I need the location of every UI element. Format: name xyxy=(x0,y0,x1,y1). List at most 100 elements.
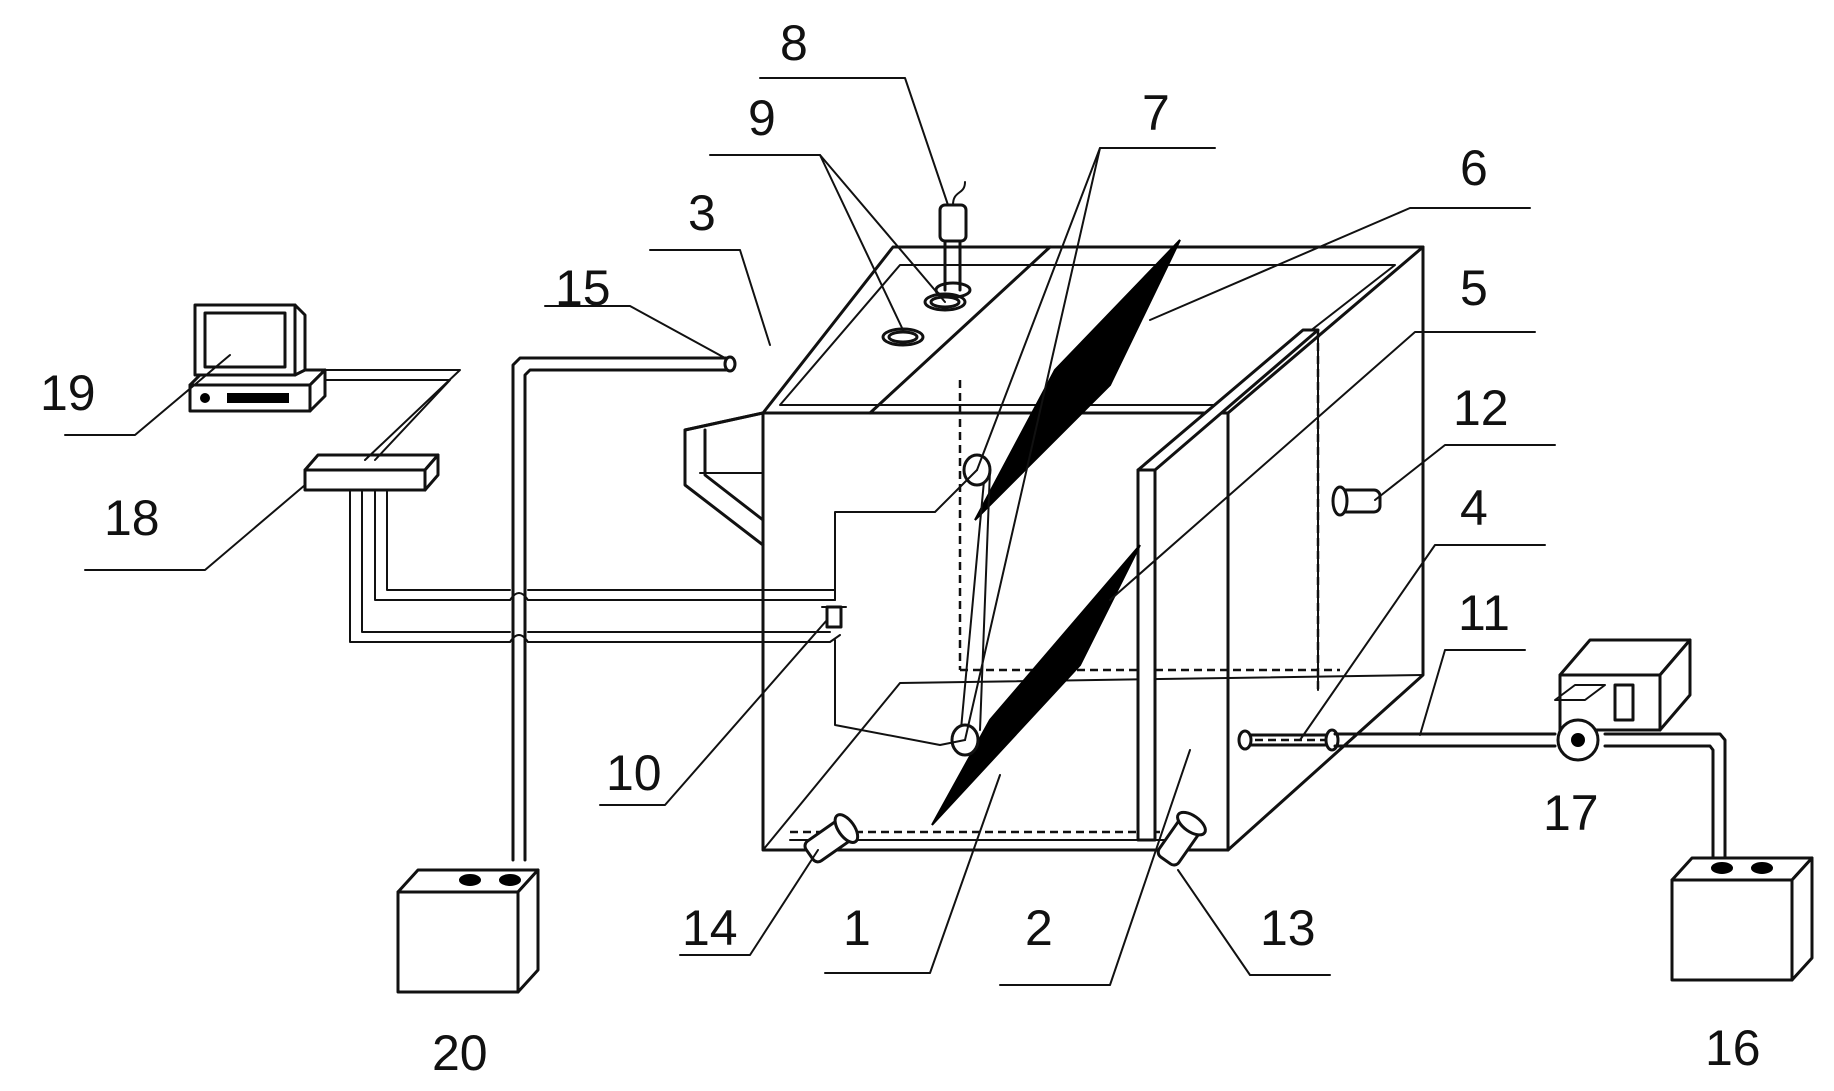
tank-16-side xyxy=(1790,856,1814,982)
leader-12 xyxy=(1374,444,1556,501)
tank-bottom-back xyxy=(762,674,1424,851)
leader-5 xyxy=(1109,331,1536,601)
computer-cable-b xyxy=(324,379,451,461)
tank-16-front xyxy=(1670,878,1794,982)
inlet-pipe xyxy=(1237,728,1340,752)
gas-pipe-inner xyxy=(523,368,732,862)
switch-10 xyxy=(825,605,843,629)
electrode-rod-2 xyxy=(979,469,991,731)
feed-pipe-out-inner xyxy=(1603,744,1715,872)
label-5: 5 xyxy=(1460,260,1488,316)
sensor-wire xyxy=(952,181,966,206)
tank-16-port-2 xyxy=(1751,862,1773,874)
pump-cover xyxy=(1554,684,1606,701)
label-9: 9 xyxy=(748,90,776,146)
label-17: 17 xyxy=(1543,785,1599,841)
electrode-lead-upper xyxy=(834,469,978,601)
power-supply-front xyxy=(303,468,427,492)
port-14 xyxy=(803,813,860,864)
computer-drive xyxy=(227,393,289,403)
port-12-flange xyxy=(1331,485,1349,517)
computer-power-led xyxy=(200,393,210,403)
computer-monitor-side xyxy=(293,303,307,377)
tank-20-side xyxy=(516,868,540,994)
side-ports xyxy=(803,485,1382,867)
diffuser-end xyxy=(1237,729,1253,751)
lid-split-line xyxy=(868,245,1052,415)
sample-port-1-inner xyxy=(887,330,919,344)
leader-6 xyxy=(1149,207,1531,321)
leader-9-b xyxy=(819,154,904,331)
leader-10 xyxy=(599,619,828,806)
labels: 19 18 15 3 9 8 7 6 5 12 4 11 10 14 1 2 1… xyxy=(40,15,1761,1081)
pump-rotor xyxy=(1571,733,1585,747)
feed-line xyxy=(1333,732,1727,872)
leader-3 xyxy=(649,249,771,346)
label-20: 20 xyxy=(432,1025,488,1081)
label-1: 1 xyxy=(843,900,871,956)
gas-pipe-outer xyxy=(511,356,732,862)
power-cable-upper-a xyxy=(374,489,511,601)
pump-side xyxy=(1658,638,1692,732)
label-10: 10 xyxy=(606,745,662,801)
label-4: 4 xyxy=(1460,480,1488,536)
overflow-channel xyxy=(683,411,765,547)
computer-base-side xyxy=(308,368,327,413)
leader-14 xyxy=(679,849,819,956)
leader-2 xyxy=(999,749,1191,986)
pump-display xyxy=(1613,683,1635,722)
overflow-top xyxy=(683,411,765,432)
label-19: 19 xyxy=(40,365,96,421)
label-11: 11 xyxy=(1458,585,1510,641)
label-15: 15 xyxy=(555,260,611,316)
tank-20-port-1 xyxy=(459,874,481,886)
label-14: 14 xyxy=(682,900,738,956)
partition-plate xyxy=(1136,328,1320,842)
computer-screen xyxy=(203,311,287,369)
leader-4 xyxy=(1299,544,1546,741)
power-cable-upper-b xyxy=(386,489,511,591)
tank-20 xyxy=(396,868,540,994)
sensor-head xyxy=(938,203,968,243)
overflow-outer xyxy=(683,411,765,547)
sample-port-2 xyxy=(923,292,967,312)
tank-16-port-1 xyxy=(1711,862,1733,874)
computer xyxy=(188,303,327,413)
leader-18 xyxy=(84,484,306,571)
lower-electrode xyxy=(931,544,1141,826)
leader-15 xyxy=(544,305,726,359)
tank-front-face xyxy=(761,411,1230,852)
label-12: 12 xyxy=(1453,380,1509,436)
label-18: 18 xyxy=(104,490,160,546)
electrodes xyxy=(931,239,1181,826)
leader-7-b xyxy=(964,147,1101,741)
cable-crossover-lower xyxy=(509,634,529,643)
label-7: 7 xyxy=(1142,85,1170,141)
power-supply xyxy=(303,453,440,492)
electrode-rod-1 xyxy=(959,469,986,741)
computer-cable-a xyxy=(324,369,461,461)
port-13 xyxy=(1156,810,1207,867)
leader-8 xyxy=(759,77,949,206)
peristaltic-pump xyxy=(1554,638,1692,762)
leader-1 xyxy=(824,774,1001,974)
overflow-inner xyxy=(703,428,765,522)
leader-7-a xyxy=(976,147,1216,471)
leader-19 xyxy=(64,354,231,436)
leader-13 xyxy=(1177,869,1331,976)
tank-16 xyxy=(1670,856,1814,982)
power-cable-lower-a xyxy=(349,489,511,643)
label-8: 8 xyxy=(780,15,808,71)
partition-front-edge xyxy=(1136,468,1157,842)
label-2: 2 xyxy=(1025,900,1053,956)
feed-pipe-out-outer xyxy=(1603,732,1727,872)
leader-lines xyxy=(64,77,1556,986)
electrode-lead-lower xyxy=(834,639,966,746)
power-supply-side xyxy=(423,453,440,492)
label-3: 3 xyxy=(688,185,716,241)
tank-20-port-2 xyxy=(499,874,521,886)
gas-line xyxy=(511,355,737,862)
label-16: 16 xyxy=(1705,1020,1761,1076)
